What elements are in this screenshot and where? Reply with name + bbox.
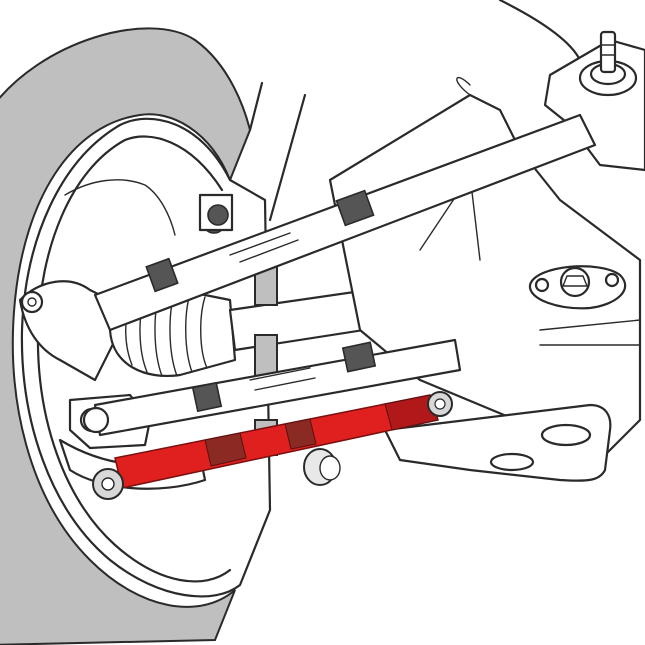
toe-link-red — [92, 391, 453, 500]
strut-top-mount — [543, 30, 645, 172]
middle-adjustable-link — [82, 338, 462, 437]
subframe-bushing-nut — [528, 265, 627, 310]
trailing-arm — [383, 403, 612, 482]
upper-camber-link — [93, 113, 597, 332]
tire — [0, 27, 307, 645]
